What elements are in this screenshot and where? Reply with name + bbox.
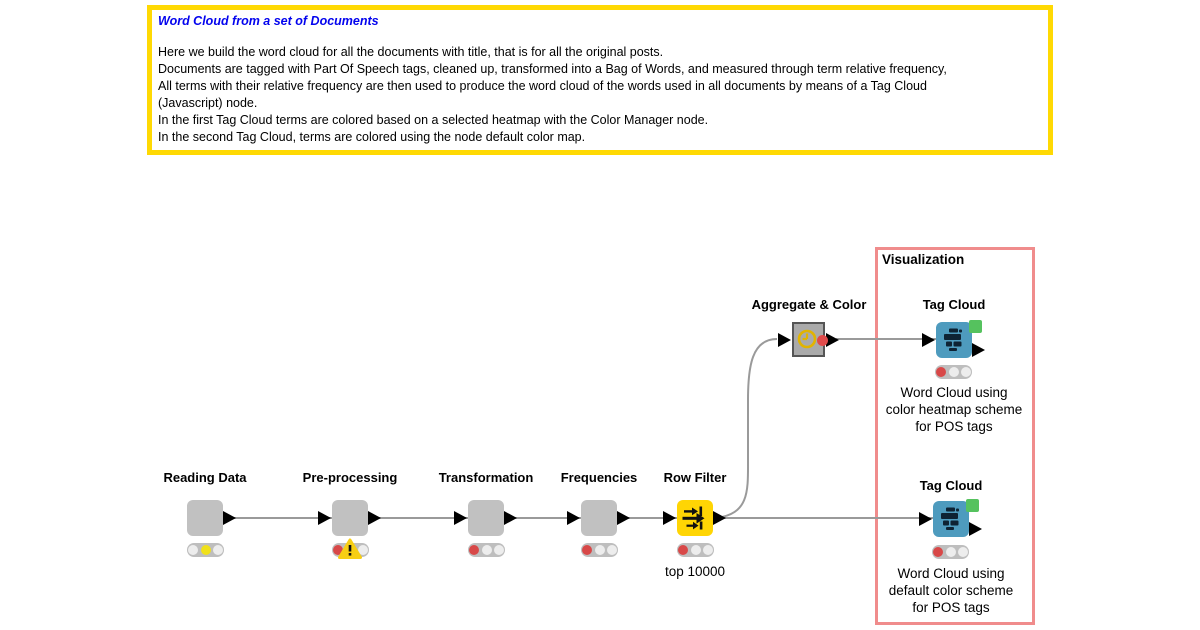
metanode-port-dot	[817, 335, 828, 346]
output-port[interactable]	[969, 522, 982, 536]
node-label-tag-cloud-1: Tag Cloud	[922, 297, 986, 312]
annotation-line: Here we build the word cloud for all the…	[158, 45, 664, 59]
input-port[interactable]	[663, 511, 676, 525]
output-port[interactable]	[504, 511, 517, 525]
warning-icon	[338, 538, 362, 559]
node-row-filter[interactable]	[663, 500, 726, 536]
status-dot	[690, 545, 701, 555]
status-dot	[358, 545, 368, 555]
status-dot	[958, 547, 968, 557]
output-port[interactable]	[223, 511, 236, 525]
caption-line: for POS tags	[912, 600, 990, 615]
node-label-reading-data: Reading Data	[163, 470, 247, 485]
image-view-port[interactable]	[969, 320, 982, 333]
annotation-line: In the second Tag Cloud, terms are color…	[158, 130, 586, 144]
row-filter-icon	[682, 506, 705, 530]
status-dot	[945, 547, 956, 557]
status-dot	[961, 367, 971, 377]
status-dot	[188, 545, 198, 555]
node-pre-processing[interactable]	[318, 500, 381, 536]
status-dot-red	[582, 545, 592, 555]
status-dot	[594, 545, 605, 555]
input-port[interactable]	[919, 512, 932, 526]
status-dot	[607, 545, 617, 555]
annotation-line: Documents are tagged with Part Of Speech…	[158, 62, 947, 76]
connection-wire[interactable]	[715, 338, 778, 519]
status-traffic-light	[932, 545, 969, 559]
status-dot-red	[469, 545, 479, 555]
status-dot-red	[678, 545, 688, 555]
node-tag-cloud-1[interactable]	[922, 320, 985, 358]
node-tag-cloud-2[interactable]	[919, 499, 982, 537]
status-dot	[494, 545, 504, 555]
caption-line: color heatmap scheme	[885, 402, 1023, 417]
input-port[interactable]	[318, 511, 331, 525]
status-traffic-light	[677, 543, 714, 557]
status-traffic-light	[468, 543, 505, 557]
caption-line: for POS tags	[915, 419, 993, 434]
status-dot-red	[333, 545, 343, 555]
input-port[interactable]	[454, 511, 467, 525]
node-label-row-filter: Row Filter	[663, 470, 727, 485]
node-reading-data[interactable]	[187, 500, 236, 536]
status-dot	[948, 367, 959, 377]
output-port[interactable]	[972, 343, 985, 357]
input-port[interactable]	[922, 333, 935, 347]
annotation-title: Word Cloud from a set of Documents	[158, 14, 379, 28]
status-dot-red	[933, 547, 943, 557]
status-dot	[213, 545, 223, 555]
status-dot	[703, 545, 713, 555]
output-port[interactable]	[617, 511, 630, 525]
input-port[interactable]	[778, 333, 791, 347]
group-label: Visualization	[882, 252, 965, 267]
output-port[interactable]	[826, 333, 839, 347]
node-label-frequencies: Frequencies	[560, 470, 638, 485]
node-label-pre-processing: Pre-processing	[302, 470, 398, 485]
status-traffic-light	[187, 543, 224, 557]
node-transformation[interactable]	[454, 500, 517, 536]
node-label-transformation: Transformation	[438, 470, 534, 485]
status-dot	[481, 545, 492, 555]
annotation-line: (Javascript) node.	[158, 96, 258, 110]
caption-line: default color scheme	[888, 583, 1014, 598]
node-caption-tag-cloud-2: Word Cloud using default color scheme fo…	[866, 565, 1036, 616]
node-label-tag-cloud-2: Tag Cloud	[919, 478, 983, 493]
caption-line: Word Cloud using	[897, 566, 1005, 581]
tag-cloud-icon	[941, 507, 959, 530]
workflow-annotation[interactable]: Word Cloud from a set of Documents Here …	[147, 5, 1053, 155]
group-visualization[interactable]: Visualization	[875, 247, 1035, 625]
node-frequencies[interactable]	[567, 500, 630, 536]
status-dot-red	[936, 367, 946, 377]
node-label-aggregate-color: Aggregate & Color	[751, 297, 867, 312]
node-caption-row-filter: top 10000	[664, 564, 726, 579]
annotation-line: All terms with their relative frequency …	[158, 79, 927, 93]
node-caption-tag-cloud-1: Word Cloud using color heatmap scheme fo…	[869, 384, 1039, 435]
node-aggregate-color[interactable]	[778, 322, 839, 357]
image-view-port[interactable]	[966, 499, 979, 512]
status-traffic-light	[935, 365, 972, 379]
output-port[interactable]	[713, 511, 726, 525]
status-dot-yellow	[200, 545, 211, 555]
status-traffic-light	[581, 543, 618, 557]
caption-line: Word Cloud using	[900, 385, 1008, 400]
tag-cloud-icon	[944, 328, 962, 351]
annotation-line: In the first Tag Cloud terms are colored…	[158, 113, 709, 127]
clock-icon	[797, 329, 817, 349]
output-port[interactable]	[368, 511, 381, 525]
input-port[interactable]	[567, 511, 580, 525]
